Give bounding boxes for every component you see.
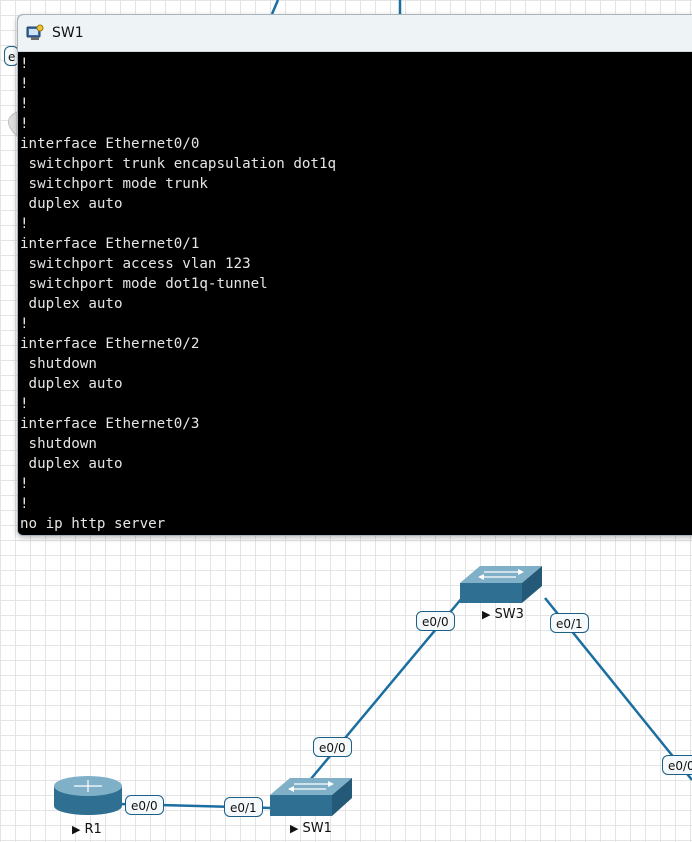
console-line: ! bbox=[20, 56, 29, 72]
console-line: interface Ethernet0/0 bbox=[20, 136, 200, 152]
console-window-title: SW1 bbox=[52, 25, 84, 41]
router-icon-r1[interactable] bbox=[54, 776, 122, 815]
console-line: ! bbox=[20, 496, 29, 512]
node-label-sw3[interactable]: ▶SW3 bbox=[482, 607, 524, 622]
console-line: no ip http server bbox=[20, 516, 166, 532]
console-line: ! bbox=[20, 76, 29, 92]
play-icon: ▶ bbox=[290, 822, 299, 835]
node-name-sw3: SW3 bbox=[494, 607, 524, 622]
console-line: ! bbox=[20, 396, 29, 412]
console-line: ! bbox=[20, 216, 29, 232]
console-window[interactable]: SW1 – ! ! ! ! interface Ethernet0/0 swit… bbox=[17, 14, 692, 536]
switch-icon-sw1[interactable] bbox=[270, 778, 352, 816]
port-label-sw1-e01[interactable]: e0/1 bbox=[224, 797, 263, 817]
console-line: switchport access vlan 123 bbox=[20, 256, 251, 272]
node-label-sw1[interactable]: ▶SW1 bbox=[290, 821, 332, 836]
port-label-right-e00[interactable]: e0/0 bbox=[662, 755, 692, 775]
console-line: ! bbox=[20, 116, 29, 132]
node-label-r1[interactable]: ▶R1 bbox=[72, 822, 102, 837]
port-label-sw3-e01[interactable]: e0/1 bbox=[550, 613, 589, 633]
link-top-1[interactable] bbox=[270, 0, 280, 15]
port-label-r1-e00[interactable]: e0/0 bbox=[125, 795, 164, 815]
play-icon: ▶ bbox=[72, 823, 81, 836]
console-line: ! bbox=[20, 96, 29, 112]
port-label-sw1-e00[interactable]: e0/0 bbox=[313, 737, 352, 757]
console-line: duplex auto bbox=[20, 456, 123, 472]
console-line: duplex auto bbox=[20, 196, 123, 212]
console-line: shutdown bbox=[20, 436, 97, 452]
play-icon: ▶ bbox=[482, 608, 491, 621]
port-label-sw3-e00[interactable]: e0/0 bbox=[416, 611, 455, 631]
console-line: interface Ethernet0/3 bbox=[20, 416, 200, 432]
console-line: switchport mode trunk bbox=[20, 176, 208, 192]
terminal-app-icon bbox=[26, 24, 44, 40]
console-line: ! bbox=[20, 476, 29, 492]
console-line: duplex auto bbox=[20, 296, 123, 312]
console-line: interface Ethernet0/2 bbox=[20, 336, 200, 352]
partial-node-shape bbox=[8, 111, 18, 138]
console-line: ! bbox=[20, 316, 29, 332]
console-line: switchport mode dot1q-tunnel bbox=[20, 276, 268, 292]
console-line: duplex auto bbox=[20, 376, 123, 392]
console-line: shutdown bbox=[20, 356, 97, 372]
console-line: interface Ethernet0/1 bbox=[20, 236, 200, 252]
console-output[interactable]: ! ! ! ! interface Ethernet0/0 switchport… bbox=[18, 52, 692, 534]
console-line: switchport trunk encapsulation dot1q bbox=[20, 156, 337, 172]
console-titlebar[interactable]: SW1 – bbox=[18, 15, 692, 52]
switch-icon-sw3[interactable] bbox=[460, 566, 542, 603]
node-name-sw1: SW1 bbox=[302, 821, 332, 836]
node-name-r1: R1 bbox=[84, 822, 102, 837]
